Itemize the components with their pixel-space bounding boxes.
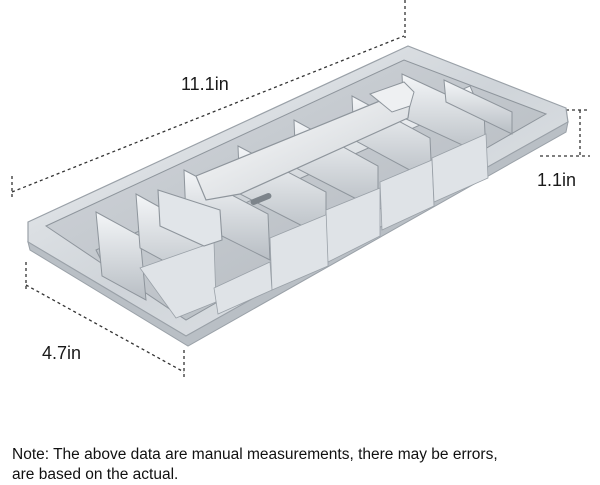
note-line-2: are based on the actual. bbox=[12, 466, 179, 483]
length-dimension-line bbox=[11, 35, 405, 193]
lever-hinge bbox=[157, 189, 223, 247]
cell-front-4 bbox=[325, 187, 381, 263]
lever-slot bbox=[250, 193, 272, 205]
dimension-lines bbox=[11, 0, 590, 380]
measurement-note: Note: The above data are manual measurem… bbox=[12, 445, 597, 485]
width-label: 4.7in bbox=[42, 343, 82, 363]
divider-cross-1 bbox=[95, 211, 147, 301]
cell-fronts bbox=[139, 133, 489, 319]
divider-cross-8 bbox=[443, 79, 513, 135]
note-line-1: Note: The above data are manual measurem… bbox=[12, 446, 498, 463]
ice-tray bbox=[27, 45, 569, 347]
lever-handle bbox=[157, 81, 415, 247]
lever-grip-end bbox=[368, 81, 415, 113]
length-label: 11.1in bbox=[181, 74, 229, 94]
cell-front-6 bbox=[431, 133, 489, 203]
tray-rim-underside bbox=[27, 121, 569, 347]
cell-front-3 bbox=[269, 213, 329, 291]
width-dimension-line bbox=[25, 284, 185, 373]
cell-front-5 bbox=[379, 159, 435, 231]
height-label: 1.1in bbox=[537, 170, 577, 190]
